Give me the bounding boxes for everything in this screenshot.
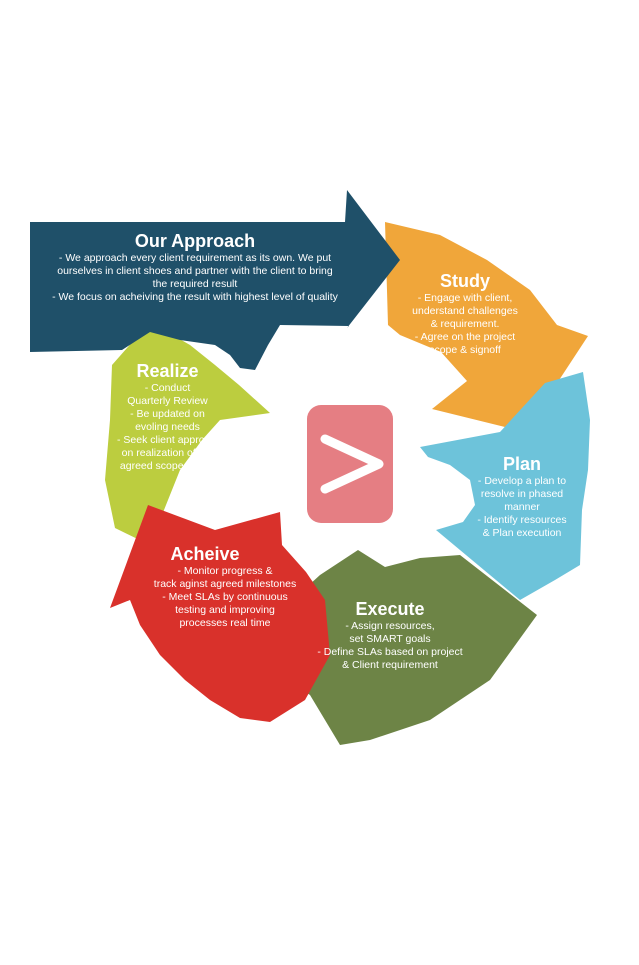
approach-line: - We approach every client requirement a… [58, 252, 332, 264]
realize-title: Realize [136, 361, 199, 381]
plan-label: Plan - Develop a plan to resolve in phas… [462, 453, 582, 540]
plan-line: resolve in phased [480, 488, 564, 500]
study-line: - Engage with client, [417, 292, 513, 304]
execute-line: - Assign resources, [345, 620, 435, 632]
realize-line: agreed scope & ROI [119, 460, 216, 472]
realize-label: Realize - Conduct Quarterly Review - Be … [105, 360, 230, 473]
study-line: scope & signoff [429, 344, 501, 356]
angle-bracket-icon [307, 405, 393, 523]
plan-title: Plan [502, 454, 541, 474]
approach-label: Our Approach - We approach every client … [30, 230, 360, 304]
acheive-line: track aginst agreed milestones [153, 578, 297, 590]
study-line: & requirement. [430, 318, 500, 330]
acheive-line: processes real time [179, 617, 271, 629]
acheive-title: Acheive [170, 544, 240, 564]
acheive-label: Acheive - Monitor progress & track agins… [140, 543, 310, 630]
realize-line: - Conduct [144, 382, 191, 394]
study-arrow [385, 222, 588, 432]
realize-line: - Be updated on [130, 408, 205, 420]
plan-line: - Develop a plan to [477, 475, 567, 487]
realize-line: on realization of the [121, 447, 214, 459]
realize-arrow [105, 322, 270, 545]
study-title: Study [439, 271, 490, 291]
realize-line: evoling needs [135, 421, 200, 433]
approach-arrow [30, 190, 400, 370]
study-label: Study - Engage with client, understand c… [400, 270, 530, 357]
acheive-line: - Monitor progress & [177, 565, 273, 577]
realize-line: Quarterly Review [127, 395, 208, 407]
plan-line: & Plan execution [482, 527, 562, 539]
acheive-line: - Meet SLAs by continuous [162, 591, 288, 603]
plan-line: manner [504, 501, 540, 513]
approach-line: - We focus on acheiving the result with … [52, 291, 338, 303]
acheive-line: testing and improving [175, 604, 275, 616]
plan-line: - Identify resources [477, 514, 567, 526]
execute-title: Execute [355, 599, 425, 619]
study-line: understand challenges [412, 305, 518, 317]
study-line: - Agree on the project [414, 331, 516, 343]
execute-line: set SMART goals [349, 633, 431, 645]
execute-label: Execute - Assign resources, set SMART go… [300, 598, 480, 672]
acheive-arrow [110, 505, 330, 722]
approach-line: the required result [152, 278, 238, 290]
approach-line: ourselves in client shoes and partner wi… [57, 265, 333, 277]
approach-title: Our Approach [134, 231, 256, 251]
realize-line: - Seek client approval [117, 434, 218, 446]
execute-line: - Define SLAs based on project [317, 646, 463, 658]
plan-arrow [420, 372, 590, 600]
logo-mark [307, 405, 393, 523]
execute-line: & Client requirement [342, 659, 438, 671]
